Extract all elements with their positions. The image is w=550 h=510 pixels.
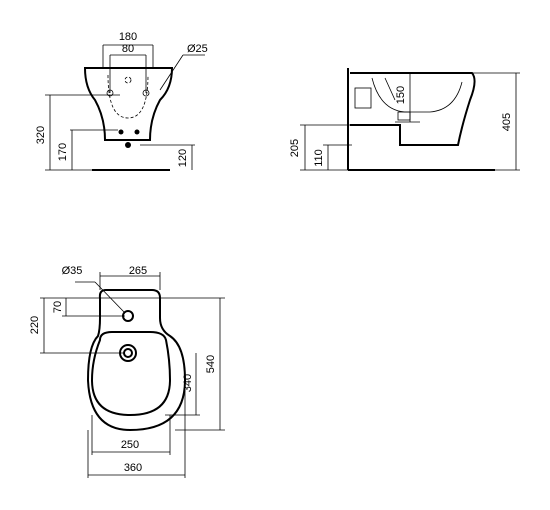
dim-180: 180 (119, 31, 137, 43)
dim-250: 250 (121, 439, 139, 451)
dim-170: 170 (57, 143, 69, 161)
dim-d35: Ø35 (62, 265, 83, 277)
dim-d25: Ø25 (187, 43, 208, 55)
dim-220: 220 (29, 316, 41, 334)
side-view: 150 405 205 110 (289, 68, 520, 171)
dim-120: 120 (177, 149, 189, 167)
waste-inner-icon (123, 348, 133, 358)
front-view: 180 80 Ø25 320 170 120 (35, 31, 208, 171)
dim-80: 80 (122, 43, 134, 55)
dim-360: 360 (124, 462, 142, 474)
dim-110: 110 (313, 149, 325, 167)
bolt-left-icon (118, 129, 124, 135)
dim-265: 265 (129, 265, 147, 277)
dim-320: 320 (35, 126, 47, 144)
waste-icon (125, 142, 131, 148)
dim-150: 150 (395, 86, 407, 104)
dim-70: 70 (52, 301, 64, 313)
dim-340: 340 (182, 374, 194, 392)
dim-205: 205 (289, 139, 301, 157)
bolt-right-icon (134, 129, 140, 135)
top-view: Ø35 265 70 220 340 540 250 360 (29, 265, 225, 478)
dim-405: 405 (501, 113, 513, 131)
tap-hole-icon (124, 76, 132, 84)
dim-540: 540 (205, 355, 217, 373)
